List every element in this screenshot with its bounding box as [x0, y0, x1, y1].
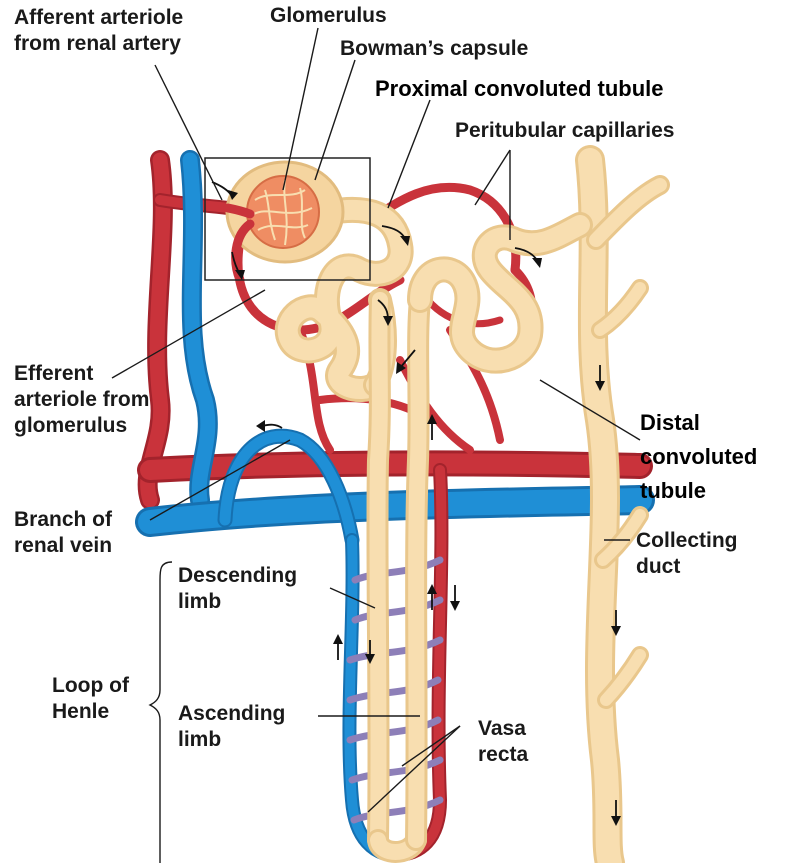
- label-afferent-line2: from renal artery: [14, 32, 181, 55]
- label-descending-line2: limb: [178, 590, 221, 613]
- label-efferent-line3: glomerulus: [14, 414, 127, 437]
- collecting-duct: [575, 145, 670, 863]
- label-afferent-line1: Afferent arteriole: [14, 6, 183, 29]
- label-collecting-line1: Collecting: [636, 529, 738, 552]
- label-vasa-line1: Vasa: [478, 717, 526, 740]
- label-loop-line2: Henle: [52, 700, 109, 723]
- label-glomerulus: Glomerulus: [270, 4, 387, 27]
- label-vein-line2: renal vein: [14, 534, 112, 557]
- label-vein-line1: Branch of: [14, 508, 113, 531]
- label-ascending-line2: limb: [178, 728, 221, 751]
- flow-arrows: [211, 181, 621, 826]
- vasa-recta: [342, 463, 449, 862]
- label-vasa-line2: recta: [478, 743, 529, 766]
- label-loop-line1: Loop of: [52, 674, 130, 697]
- label-efferent-line1: Efferent: [14, 362, 93, 385]
- label-distal-line1: Distal: [640, 410, 700, 435]
- nephron-tubule: [274, 196, 593, 863]
- label-proximal-tubule: Proximal convoluted tubule: [375, 76, 663, 101]
- label-distal-line3: tubule: [640, 478, 706, 503]
- renal-vein: [135, 150, 655, 548]
- label-efferent-line2: arteriole from: [14, 388, 149, 411]
- label-descending-line1: Descending: [178, 564, 297, 587]
- label-distal-line2: convoluted: [640, 444, 757, 469]
- corpuscle-box: [204, 157, 371, 281]
- diagram-labels: Afferent arteriole from renal artery Glo…: [14, 4, 757, 766]
- label-peritubular: Peritubular capillaries: [455, 119, 674, 142]
- leader-lines: [111, 27, 641, 863]
- label-bowmans-capsule: Bowman’s capsule: [340, 37, 528, 60]
- label-ascending-line1: Ascending: [178, 702, 285, 725]
- label-collecting-line2: duct: [636, 555, 680, 578]
